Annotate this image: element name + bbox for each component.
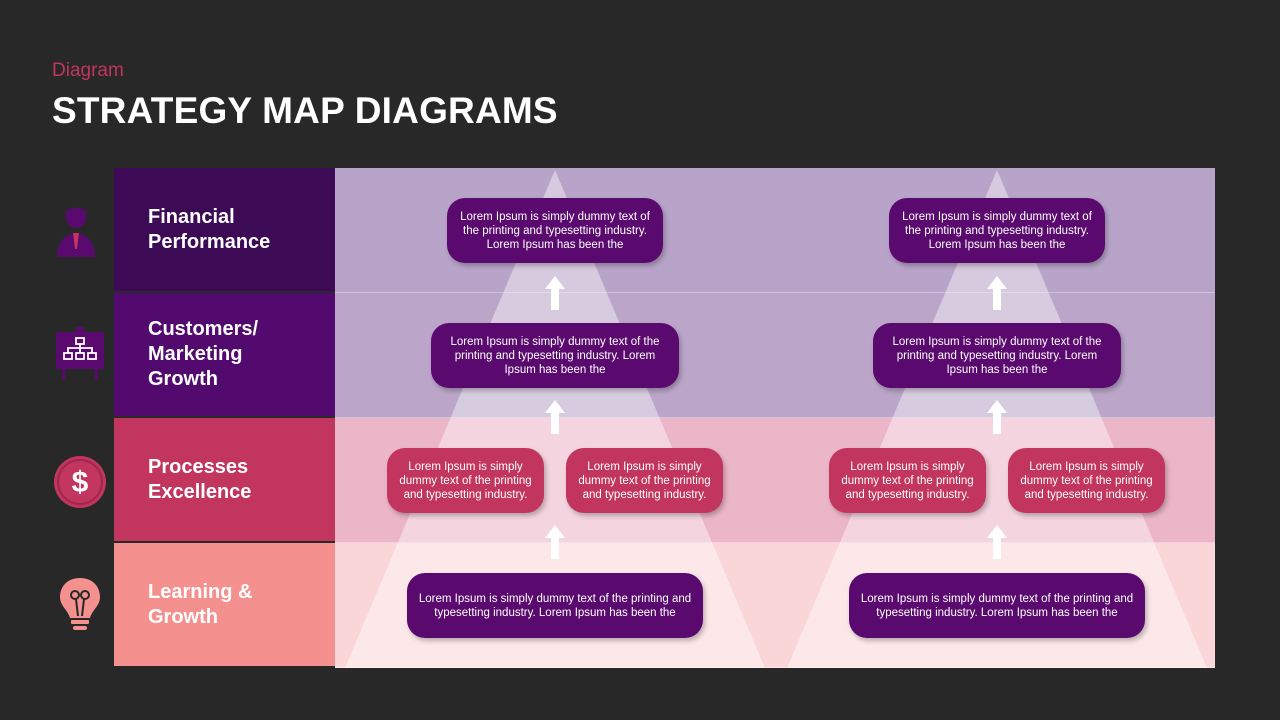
arrow-up-icon <box>987 400 1007 434</box>
arrow-up-icon <box>545 276 565 310</box>
arrow-up-icon <box>987 276 1007 310</box>
right-customers-box: Lorem Ipsum is simply dummy text of the … <box>873 323 1121 388</box>
row-label-financial: Financial Performance <box>114 168 335 292</box>
arrow-up-icon <box>987 525 1007 559</box>
lightbulb-icon <box>60 578 100 630</box>
right-learning-box: Lorem Ipsum is simply dummy text of the … <box>849 573 1145 638</box>
presentation-board-icon <box>56 327 104 380</box>
arrow-up-icon <box>545 525 565 559</box>
businessman-icon <box>57 207 95 257</box>
slide-subtitle: Diagram <box>52 60 124 81</box>
row-label-learning: Learning & Growth <box>114 543 335 667</box>
right-financial-box: Lorem Ipsum is simply dummy text of the … <box>889 198 1105 263</box>
row-label-processes: Processes Excellence <box>114 418 335 542</box>
row-label-customers: Customers/ Marketing Growth <box>114 293 335 417</box>
left-process-box-a: Lorem Ipsum is simply dummy text of the … <box>387 448 544 513</box>
right-process-box-b: Lorem Ipsum is simply dummy text of the … <box>1008 448 1165 513</box>
left-process-box-b: Lorem Ipsum is simply dummy text of the … <box>566 448 723 513</box>
left-customers-box: Lorem Ipsum is simply dummy text of the … <box>431 323 679 388</box>
arrow-up-icon <box>545 400 565 434</box>
dollar-coin-icon: $ <box>54 456 106 508</box>
svg-text:$: $ <box>72 466 89 499</box>
left-learning-box: Lorem Ipsum is simply dummy text of the … <box>407 573 703 638</box>
strategy-map: Financial Performance Customers/ Marketi… <box>114 168 1215 668</box>
right-process-box-a: Lorem Ipsum is simply dummy text of the … <box>829 448 986 513</box>
slide-title: STRATEGY MAP DIAGRAMS <box>52 90 558 131</box>
left-financial-box: Lorem Ipsum is simply dummy text of the … <box>447 198 663 263</box>
